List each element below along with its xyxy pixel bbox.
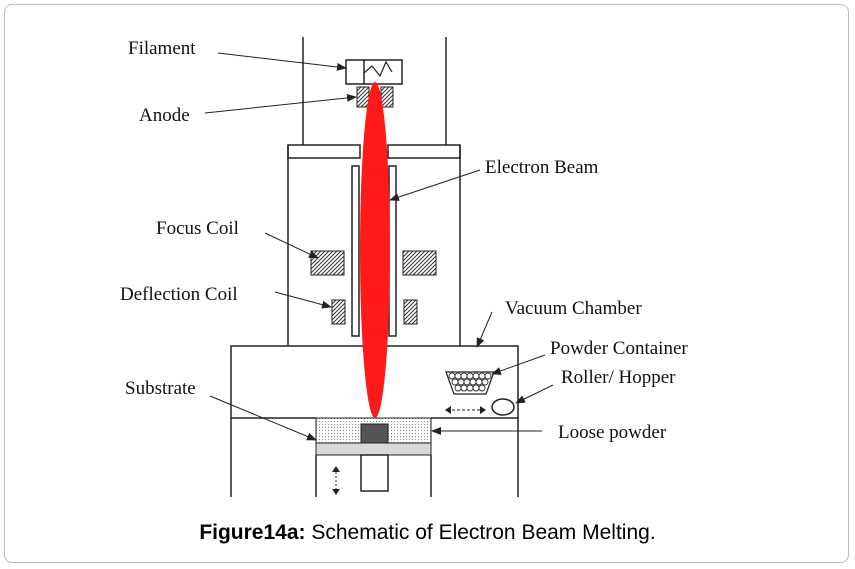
label-deflection-coil: Deflection Coil: [120, 284, 238, 305]
label-loose-powder: Loose powder: [558, 422, 667, 443]
caption-text: Schematic of Electron Beam Melting.: [305, 521, 656, 544]
anode: [356, 86, 394, 108]
caption-prefix: Figure14a:: [199, 521, 306, 544]
label-roller-hopper: Roller/ Hopper: [561, 367, 676, 388]
figure-frame: [4, 4, 849, 563]
label-electron-beam: Electron Beam: [485, 157, 599, 178]
roller: [445, 398, 515, 416]
label-anode: Anode: [139, 105, 190, 126]
label-vacuum-chamber: Vacuum Chamber: [505, 298, 642, 319]
build-area: [315, 417, 432, 497]
powder-container: [445, 371, 495, 395]
label-filament: Filament: [128, 38, 196, 59]
leader-lines: [204, 52, 554, 441]
figure-caption: Figure14a: Schematic of Electron Beam Me…: [0, 521, 855, 545]
electron-beam: [360, 82, 390, 418]
filament-housing: [345, 59, 403, 85]
label-powder-container: Powder Container: [550, 338, 688, 359]
focus-coil: [310, 250, 437, 276]
electron-gun-column: [302, 37, 447, 145]
deflection-coil: [331, 299, 418, 325]
label-substrate: Substrate: [125, 378, 196, 399]
label-focus-coil: Focus Coil: [156, 218, 239, 239]
coil-housing: [287, 144, 461, 346]
